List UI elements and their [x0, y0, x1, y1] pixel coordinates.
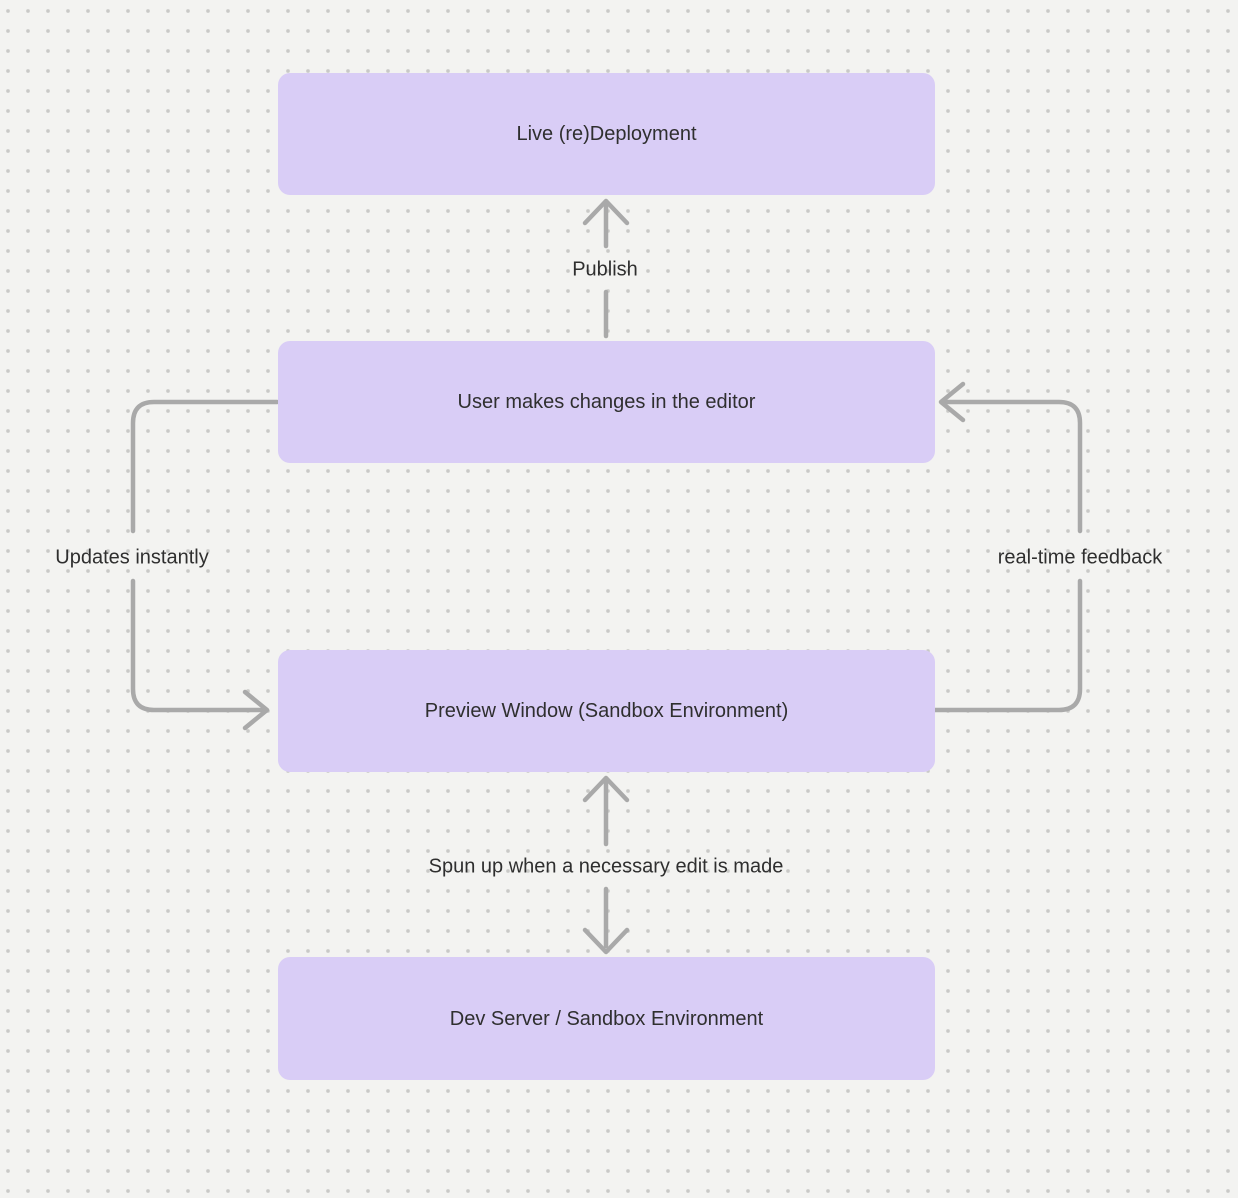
node-user-edits-label: User makes changes in the editor — [457, 391, 756, 413]
node-live-deployment: Live (re)Deployment — [278, 73, 935, 195]
updates-arrow-upper — [130, 399, 280, 534]
node-dev-server: Dev Server / Sandbox Environment — [278, 957, 935, 1080]
feedback-arrow-head — [938, 381, 966, 423]
updates-arrow-lower — [130, 578, 265, 713]
edge-label-real-time-feedback: real-time feedback — [997, 546, 1163, 569]
edge-label-publish: Publish — [572, 258, 638, 281]
feedback-arrow-lower — [932, 578, 1083, 713]
node-live-deployment-label: Live (re)Deployment — [516, 123, 697, 145]
node-preview-window-label: Preview Window (Sandbox Environment) — [424, 700, 789, 722]
updates-arrow-head — [242, 689, 270, 731]
feedback-arrow-upper — [943, 399, 1083, 534]
publish-arrow-head — [582, 198, 630, 226]
node-user-edits: User makes changes in the editor — [278, 341, 935, 463]
node-preview-window: Preview Window (Sandbox Environment) — [278, 650, 935, 772]
spun-arrow-up-head — [582, 775, 630, 803]
edge-label-spun-up: Spun up when a necessary edit is made — [428, 855, 784, 878]
spun-arrow-down-head — [582, 927, 630, 955]
node-dev-server-label: Dev Server / Sandbox Environment — [449, 1007, 764, 1030]
edge-label-updates-instantly: Updates instantly — [55, 546, 209, 569]
